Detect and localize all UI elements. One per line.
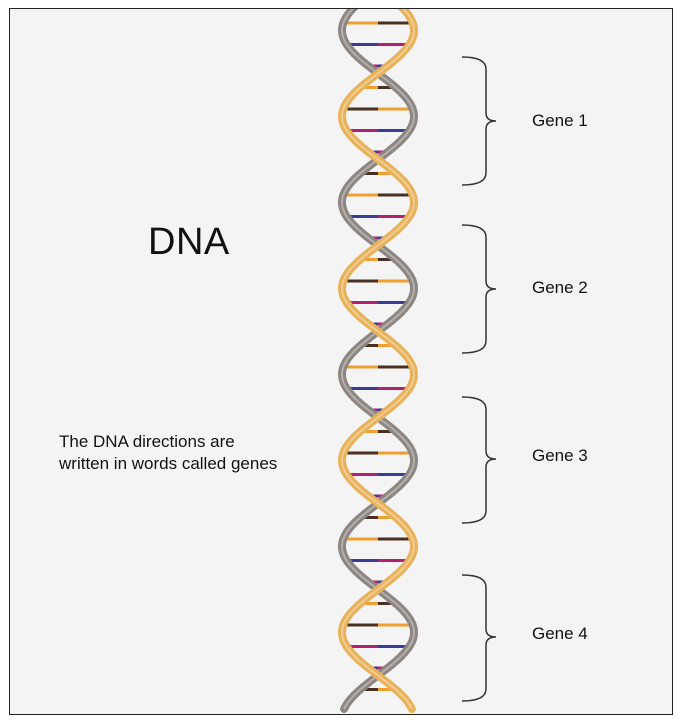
dna-strand-gold: [338, 9, 418, 713]
dna-strand-gold-highlight: [341, 9, 415, 710]
gene-1-bracket: [461, 56, 497, 186]
gene-2-label: Gene 2: [532, 278, 588, 297]
gene-brackets: [461, 56, 497, 702]
gene-1-label: Gene 1: [532, 111, 588, 130]
gene-4-label: Gene 4: [532, 624, 588, 643]
gene-3-label: Gene 3: [532, 446, 588, 465]
caption-text: The DNA directions are written in words …: [59, 431, 277, 475]
gene-4-bracket: [461, 574, 497, 702]
diagram-frame: DNA The DNA directions are written in wo…: [9, 8, 673, 715]
gene-3-bracket: [461, 396, 497, 524]
gene-2-bracket: [461, 224, 497, 354]
caption-line-1: The DNA directions are: [59, 432, 235, 451]
dna-double-helix: [338, 9, 418, 713]
caption-line-2: written in words called genes: [59, 454, 278, 473]
diagram-title: DNA: [148, 221, 230, 263]
